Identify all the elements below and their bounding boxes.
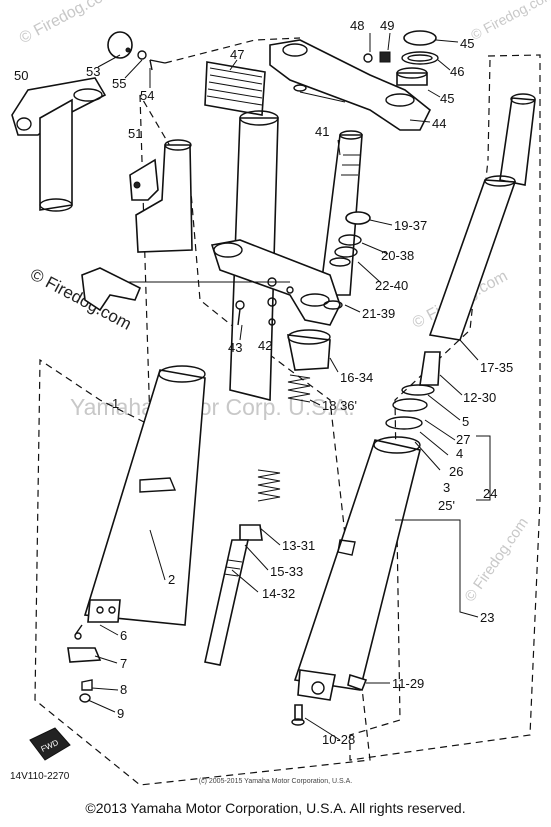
label-19-37: 19-37 (394, 218, 427, 233)
part-47-pad (204, 61, 266, 116)
label-44: 44 (432, 116, 446, 131)
label-1: 1 (112, 396, 119, 411)
part-axle-clamp (67, 624, 102, 703)
label-10-28: 10-28 (322, 732, 355, 747)
label-53: 53 (86, 64, 100, 79)
watermark-top-left: © Firedog.com (17, 0, 118, 47)
left-boundary (34, 37, 491, 786)
part-seals-rings (385, 351, 441, 430)
label-15-33: 15-33 (270, 564, 303, 579)
label-8: 8 (120, 682, 127, 697)
label-45-top: 45 (460, 36, 474, 51)
label-11-29: 11-29 (392, 676, 424, 691)
label-42: 42 (258, 338, 272, 353)
label-20-38: 20-38 (381, 248, 414, 263)
label-27: 27 (456, 432, 470, 447)
label-9: 9 (117, 706, 124, 721)
label-2: 2 (168, 572, 175, 587)
part-48-49-nuts (363, 51, 391, 63)
part-damper-rod (204, 524, 263, 666)
label-23: 23 (480, 610, 494, 625)
label-18-36: 18 36' (322, 398, 357, 413)
part-51-cover (129, 139, 193, 253)
fwd-arrow-icon: FWD (29, 727, 71, 761)
part-44-upper-bracket (269, 39, 432, 131)
label-22-40: 22-40 (375, 278, 408, 293)
watermark-top-right: © Firedog.com (468, 0, 551, 43)
part-16-cover (286, 329, 331, 371)
label-41: 41 (315, 124, 329, 139)
part-bearing-stack (323, 211, 371, 310)
label-43: 43 (228, 340, 242, 355)
label-26: 26 (449, 464, 463, 479)
label-17-35: 17-35 (480, 360, 513, 375)
label-13-31: 13-31 (282, 538, 315, 553)
label-24: 24 (483, 486, 497, 501)
label-12-30: 12-30 (463, 390, 496, 405)
label-7: 7 (120, 656, 127, 671)
left-fork-outer-tube (83, 365, 206, 626)
diagram-code: 14V110-2270 (10, 771, 70, 782)
label-3: 3 (443, 480, 450, 495)
watermark-bottom-right: © Firedog.com (461, 515, 531, 606)
watermark-mid-left: © Firedog.com (27, 265, 135, 334)
leader-lines (87, 32, 491, 741)
part-clamp-left (81, 267, 142, 312)
part-18-spring (257, 374, 311, 502)
label-45-mid: 45 (440, 91, 454, 106)
label-50: 50 (14, 68, 28, 83)
label-47: 47 (230, 47, 244, 62)
label-4: 4 (456, 446, 463, 461)
part-drain-bolts (291, 673, 368, 726)
part-45-caps (396, 30, 439, 86)
footer-copyright: ©2013 Yamaha Motor Corporation, U.S.A. A… (85, 800, 466, 816)
part-under-bracket (120, 239, 341, 326)
label-51: 51 (128, 126, 142, 141)
part-53-cap (107, 31, 166, 71)
label-14-32: 14-32 (262, 586, 295, 601)
part-17-right-inner-tube (428, 93, 536, 341)
label-49: 49 (380, 18, 394, 33)
label-6: 6 (120, 628, 127, 643)
label-5: 5 (462, 414, 469, 429)
watermark-center: Yamaha Motor Corp. U.S.A. (70, 394, 355, 420)
label-46: 46 (450, 64, 464, 79)
small-copyright: (c) 2005-2015 Yamaha Motor Corporation, … (198, 778, 353, 785)
label-48: 48 (350, 18, 364, 33)
label-25: 25' (438, 498, 455, 513)
label-55: 55 (112, 76, 126, 91)
part-50-bracket (11, 77, 107, 212)
part-23-right-outer-tube (293, 436, 421, 701)
part-41-steering-stem (319, 130, 363, 296)
label-16-34: 16-34 (340, 370, 373, 385)
label-54: 54 (140, 88, 154, 103)
label-21-39: 21-39 (362, 306, 395, 321)
